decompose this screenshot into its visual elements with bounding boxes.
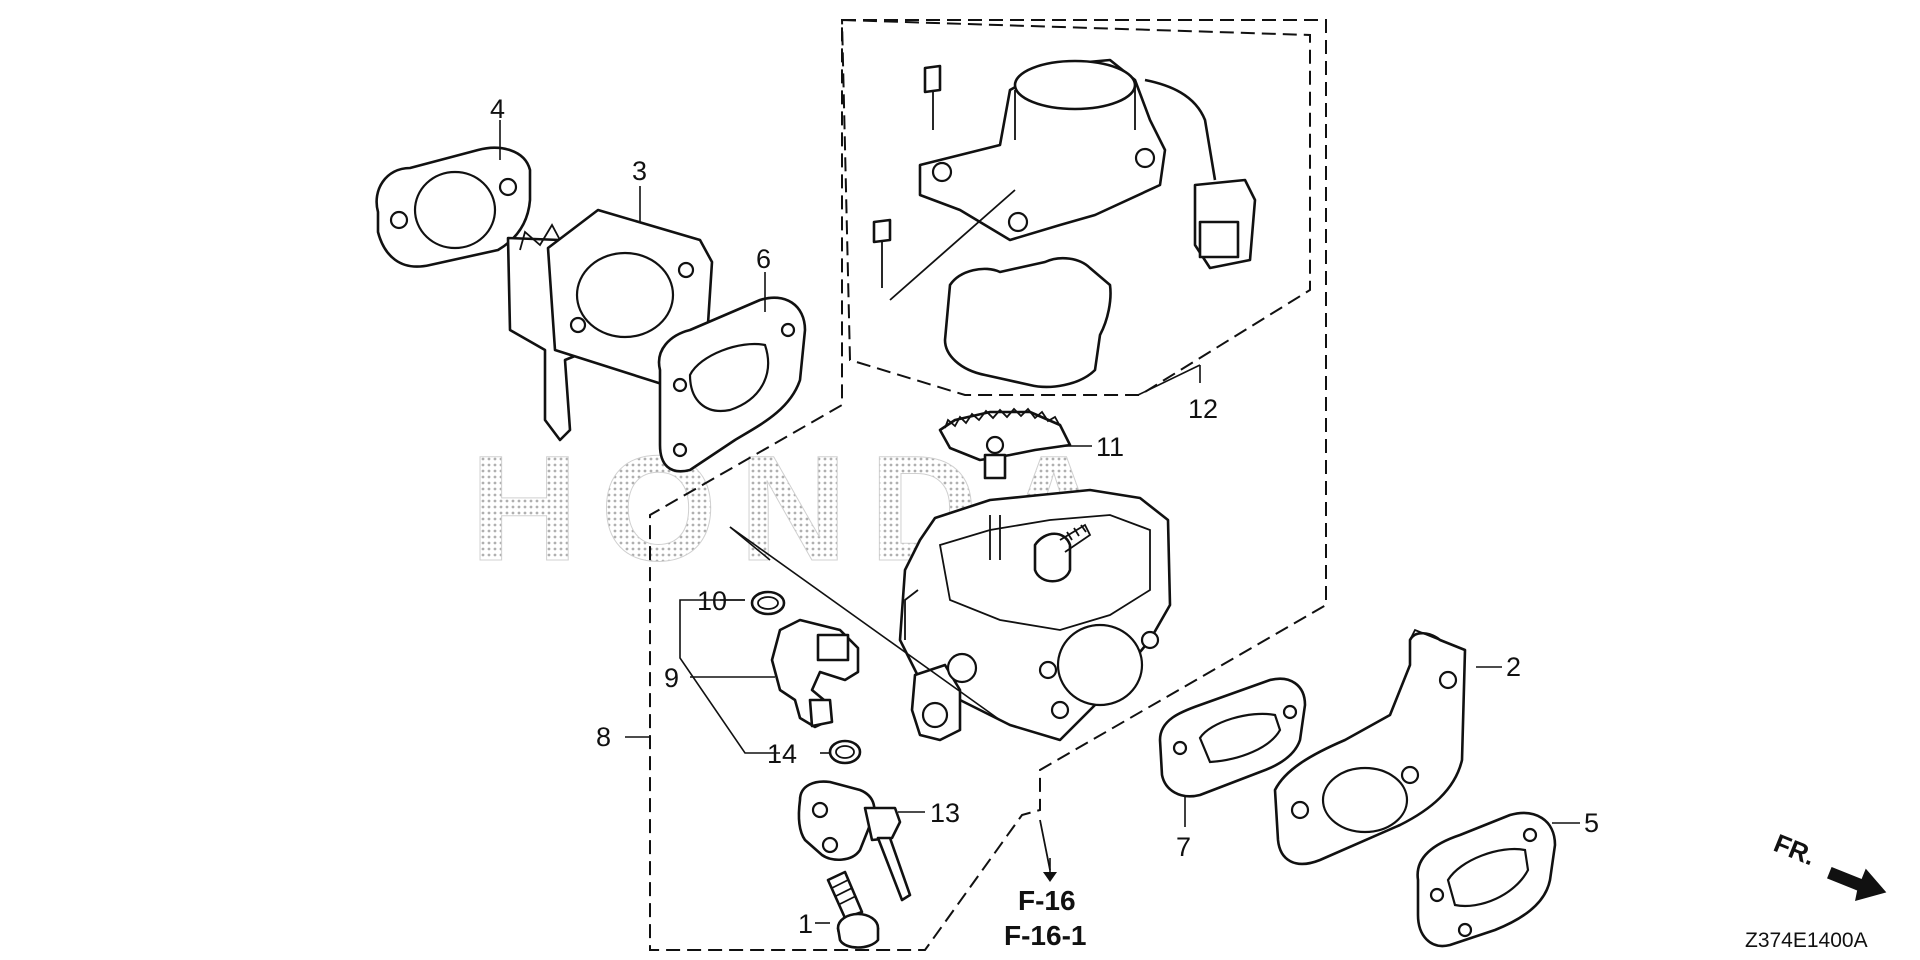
front-direction-label: FR. <box>1770 828 1820 872</box>
callout-5: 5 <box>1584 808 1599 838</box>
part-13-sensor <box>797 780 912 902</box>
part-4-gasket <box>375 146 532 268</box>
leader-lines <box>499 120 1580 924</box>
part-5-gasket <box>1416 811 1557 948</box>
callout-8: 8 <box>596 722 611 752</box>
diagram-code: Z374E1400A <box>1745 929 1868 952</box>
part-14-o-ring <box>828 739 862 765</box>
callout-12: 12 <box>1188 394 1218 424</box>
callout-9: 9 <box>664 663 679 693</box>
part-9-injector <box>770 618 860 729</box>
front-arrow-icon <box>1827 867 1887 902</box>
part-12-control-motor <box>872 58 1257 389</box>
callout-3: 3 <box>632 156 647 186</box>
part-11-sector-gear <box>938 407 1072 480</box>
part-2-bracket <box>1273 628 1467 866</box>
front-direction-indicator: FR. <box>1770 828 1887 902</box>
callout-11: 11 <box>1096 432 1124 462</box>
assembly-boundary <box>649 18 1327 951</box>
callout-2: 2 <box>1506 652 1521 682</box>
callout-1: 1 <box>798 909 813 939</box>
part-6-gasket <box>657 296 807 473</box>
reference-f16-1: F-16-1 <box>1004 920 1086 951</box>
callout-4: 4 <box>490 94 505 124</box>
part-7-gasket <box>1158 677 1307 798</box>
callout-7: 7 <box>1176 832 1191 862</box>
part-10-o-ring <box>750 590 786 616</box>
callout-10: 10 <box>697 586 727 616</box>
part-8-carburetor-body <box>898 488 1172 742</box>
part-1-bolt <box>826 870 880 949</box>
callout-14: 14 <box>767 739 797 769</box>
reference-f16: F-16 <box>1018 885 1076 916</box>
callout-6: 6 <box>756 244 771 274</box>
part-3-insulator <box>506 208 714 442</box>
callout-13: 13 <box>930 798 960 828</box>
callout-labels: 4 3 6 12 11 10 9 8 14 13 1 2 5 7 <box>490 94 1599 939</box>
